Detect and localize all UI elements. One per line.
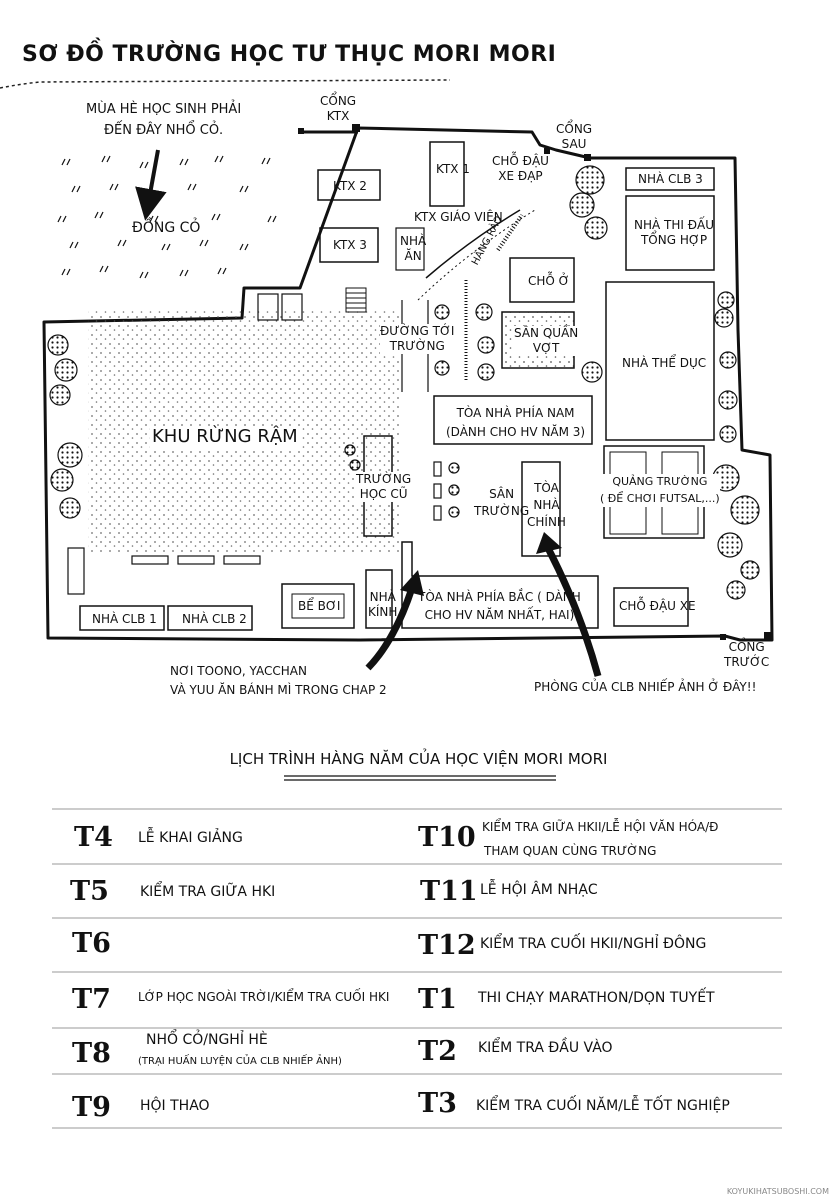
futsal-square-label: QUẢNG TRƯỜNG( ĐỂ CHƠI FUTSAL,...): [600, 474, 720, 507]
car-parking: [613, 587, 689, 627]
schedule-event-t7: LỚP HỌC NGOÀI TRỜI/KIỂM TRA CUỐI HKI: [138, 990, 390, 1004]
stairs: [345, 287, 367, 313]
schedule-event-t8: NHỔ CỎ/NGHỈ HÈ: [146, 1032, 268, 1048]
photo-club-arrow: [544, 546, 602, 677]
schedule-month-t12: T12: [418, 930, 476, 961]
housing-label: CHỖ Ở: [528, 274, 570, 288]
watermark: KOYUKIHATSUBOSHI.COM: [726, 1187, 829, 1196]
ktx3-building: [319, 227, 379, 263]
grass-field-label: ĐỒNG CỎ: [132, 220, 201, 236]
club-house-1-label: NHÀ CLB 1: [92, 612, 157, 626]
schedule-event-t11: LỄ HỘI ÂM NHẠC: [480, 882, 598, 898]
schedule-event-t10: KIỂM TRA GIỮA HKII/LỄ HỘI VĂN HÓA/Đ: [482, 820, 719, 834]
north-building: [401, 541, 599, 629]
schedule-month-t10: T10: [418, 822, 476, 853]
forest-label: KHU RỪNG RẬM: [150, 426, 300, 449]
bread-arrow: [365, 586, 416, 671]
bushes-left: [47, 334, 83, 519]
schoolyard-markers: [433, 461, 442, 521]
housing-building: [509, 257, 575, 303]
schedule-month-t9: T9: [72, 1092, 111, 1123]
schedule-event-t2: KIỂM TRA ĐẦU VÀO: [478, 1040, 613, 1056]
schedule-lines: [52, 775, 782, 1129]
schedule-month-t6: T6: [72, 928, 111, 959]
club-house-1: [79, 605, 165, 631]
main-building: [521, 461, 561, 557]
dining-building: [395, 227, 425, 271]
ktx-teacher-label: KTX GIÁO VIÊN: [414, 210, 503, 224]
pool-label: BỂ BƠI: [298, 599, 341, 613]
club-house-2-label: NHÀ CLB 2: [182, 612, 247, 626]
ktx3-label: KTX 3: [333, 238, 367, 252]
schedule-event-t3: KIỂM TRA CUỐI NĂM/LỄ TỐT NGHIỆP: [476, 1098, 730, 1114]
club-house-3-label: NHÀ CLB 3: [638, 172, 703, 186]
schedule-month-t1: T1: [418, 984, 457, 1015]
schedule-event-t9: HỘI THAO: [140, 1098, 210, 1114]
schedule-event-t5: KIỂM TRA GIỮA HKI: [140, 884, 276, 900]
schedule-event-t1: THI CHẠY MARATHON/DỌN TUYẾT: [478, 990, 715, 1006]
schedule-month-t2: T2: [418, 1036, 457, 1067]
small-building-1: [257, 293, 279, 321]
club-house-2: [167, 605, 253, 631]
schedule-sub-t10: THAM QUAN CÙNG TRƯỜNG: [484, 844, 657, 858]
schedule-sub-t8: (TRẠI HUẤN LUYỆN CỦA CLB NHIẾP ẢNH): [138, 1056, 342, 1067]
schedule-month-t5: T5: [70, 876, 109, 907]
ktx1-building: [429, 141, 465, 207]
pool: [281, 583, 355, 629]
grass-arrow: [135, 149, 167, 221]
ktx2-building: [317, 169, 381, 201]
schedule-month-t4: T4: [74, 822, 113, 853]
car-parking-label: CHỖ ĐẬU XE: [619, 599, 696, 613]
schedule-title: LỊCH TRÌNH HÀNG NĂM CỦA HỌC VIỆN MORI MO…: [229, 750, 608, 768]
schedule-event-t12: KIỂM TRA CUỐI HKII/NGHỈ ĐÔNG: [480, 936, 707, 952]
schedule-month-t3: T3: [418, 1088, 457, 1119]
gym-building: [605, 281, 715, 441]
schedule-month-t11: T11: [420, 876, 478, 907]
page-title: SƠ ĐỒ TRƯỜNG HỌC TƯ THỤC MORI MORI: [22, 42, 557, 67]
fence: [496, 213, 524, 252]
glass-house: [365, 569, 393, 629]
schedule-month-t7: T7: [72, 984, 111, 1015]
small-building-2: [281, 293, 303, 321]
south-building: [433, 395, 593, 445]
grass-tufts: [57, 155, 277, 279]
schedule-month-t8: T8: [72, 1038, 111, 1069]
ktx2-label: KTX 2: [333, 179, 367, 193]
schedule-event-t4: LỄ KHAI GIẢNG: [138, 830, 243, 846]
arena-building: [625, 195, 715, 271]
photo-club-note: PHÒNG CỦA CLB NHIẾP ẢNH Ở ĐÂY!!: [534, 680, 757, 694]
south-building-label: TÒA NHÀ PHÍA NAM(DÀNH CHO HV NĂM 3): [446, 406, 586, 439]
club-house-3: [625, 167, 715, 191]
ktx1-label: KTX 1: [436, 162, 470, 176]
gym-label: NHÀ THỂ DỤC: [622, 356, 707, 370]
